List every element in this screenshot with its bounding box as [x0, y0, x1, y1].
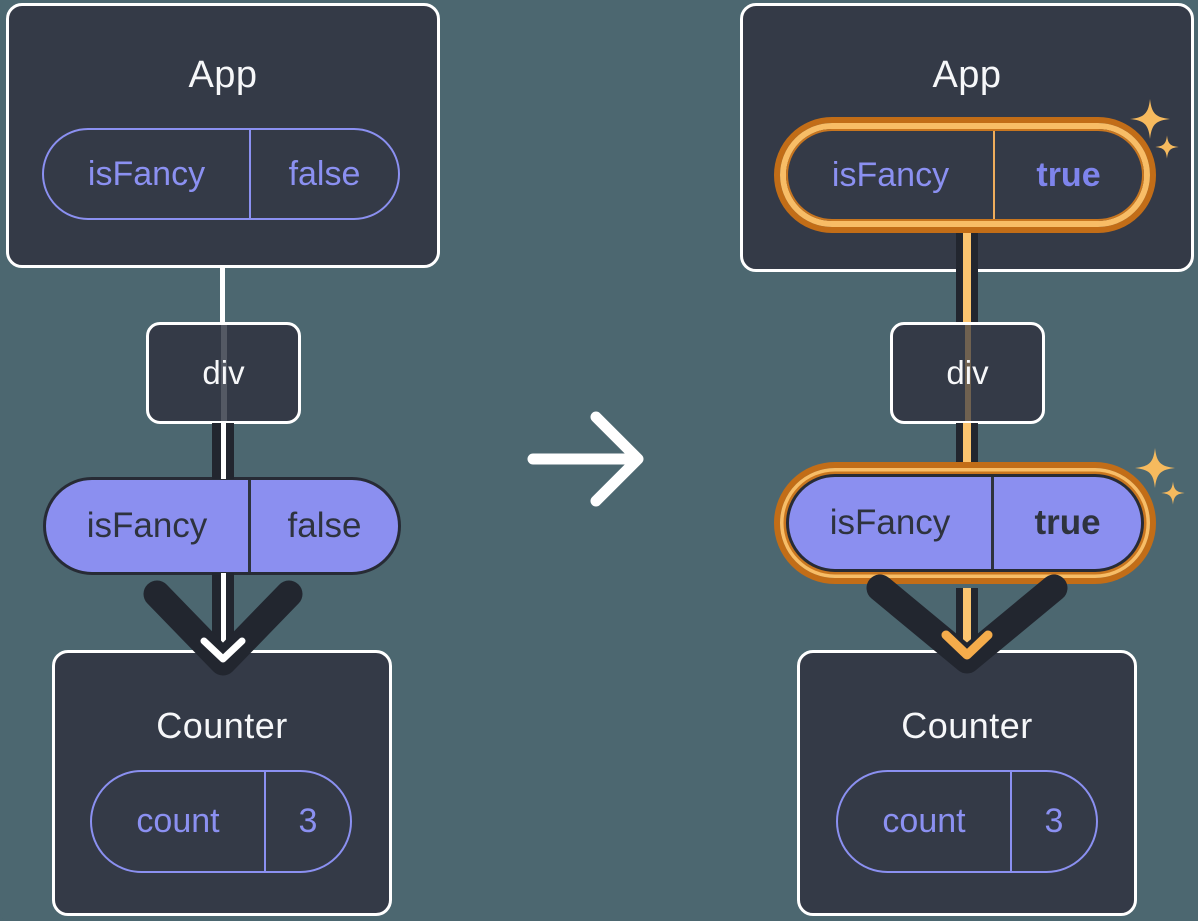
state-name: count: [838, 772, 1012, 871]
state-name: isFancy: [788, 131, 995, 219]
counter-state-pill-before: count 3: [90, 770, 352, 873]
prop-value: false: [287, 506, 362, 545]
state-value: false: [288, 154, 361, 193]
counter-title: Counter: [156, 705, 288, 746]
connector-app-div-before: [220, 266, 225, 324]
counter-title: Counter: [901, 705, 1033, 746]
state-value: true: [1036, 155, 1101, 194]
connector-div-prop-line-before: [220, 423, 226, 479]
div-label: div: [946, 354, 989, 391]
highlight-inner-ring: isFancy true: [780, 123, 1150, 227]
counter-card-before: Counter count 3: [52, 650, 392, 916]
passed-prop-pill-before: isFancy false: [43, 477, 401, 575]
passed-prop-pill-after: isFancy true: [786, 474, 1144, 572]
right-arrow-icon: [527, 411, 644, 507]
app-state-pill-before: isFancy false: [42, 128, 400, 220]
counter-state-pill-after: count 3: [836, 770, 1098, 873]
counter-card-after: Counter count 3: [797, 650, 1137, 916]
prop-name: isFancy: [46, 480, 251, 572]
app-title: App: [932, 54, 1002, 96]
app-title: App: [188, 54, 258, 96]
pass-through-stripe: [964, 325, 971, 421]
prop-value: true: [1034, 503, 1101, 542]
div-node-before: div: [146, 322, 301, 424]
app-card-before: App isFancy false: [6, 3, 440, 268]
state-name: isFancy: [44, 130, 251, 218]
div-label: div: [202, 354, 245, 391]
pass-through-stripe: [220, 325, 227, 421]
highlighted-prop-ring: isFancy true: [774, 462, 1156, 584]
state-value: 3: [298, 802, 318, 840]
state-value: 3: [1044, 802, 1064, 840]
connector-div-prop-line-after: [963, 423, 971, 464]
prop-name: isFancy: [789, 477, 994, 569]
state-name: count: [92, 772, 266, 871]
div-node-after: div: [890, 322, 1045, 424]
app-card-after: App isFancy true: [740, 3, 1194, 272]
connector-app-div-line-after: [963, 233, 971, 322]
highlight-inner-ring: isFancy true: [780, 468, 1150, 578]
connector-prop-counter-line-after: [963, 588, 971, 652]
connector-prop-counter-line-before: [220, 573, 226, 653]
app-state-pill-after: isFancy true: [786, 129, 1144, 221]
highlighted-app-state-ring: isFancy true: [774, 117, 1156, 233]
